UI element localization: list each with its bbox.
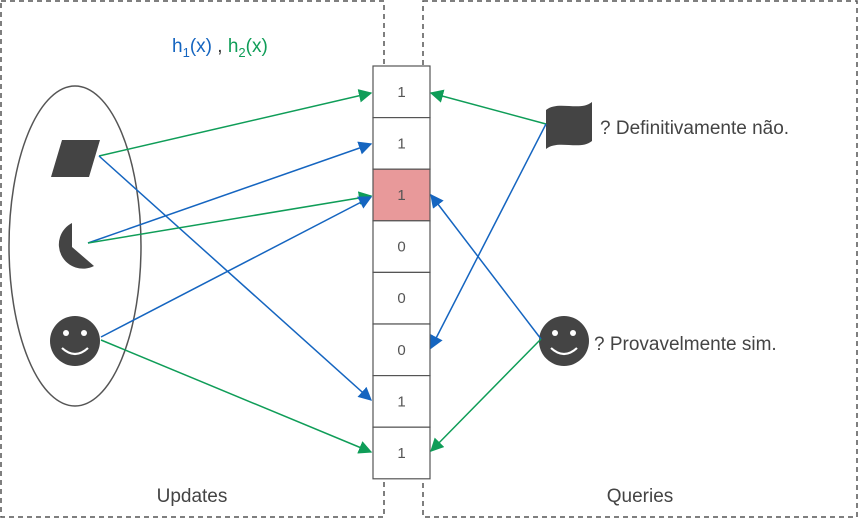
arrow-flag-h1 [430, 123, 547, 350]
arrow-half-h2 [87, 191, 373, 244]
update-set-ellipse [8, 85, 142, 407]
arrow-smiley-h1 [100, 196, 373, 338]
bit-cell-5 [372, 323, 431, 377]
bit-value-7: 1 [397, 445, 405, 462]
bit-cell-6 [372, 375, 431, 428]
bit-value-4: 0 [397, 290, 405, 307]
queries-label: Queries [607, 486, 674, 507]
flag-icon [546, 102, 592, 149]
arrow-flag-h2 [429, 89, 547, 125]
arrow-query-smiley-h2 [430, 338, 542, 452]
h2-label: h2(x) [228, 36, 268, 60]
bit-array: 1 1 1 0 0 0 1 1 [372, 65, 431, 480]
bit-value-1: 1 [397, 135, 405, 152]
bit-value-5: 0 [397, 342, 405, 359]
bit-cell-1 [372, 116, 431, 170]
arrow-half-h1 [87, 141, 373, 244]
bit-value-3: 0 [397, 239, 405, 256]
h1-label: h1(x) [172, 36, 217, 60]
queries-panel [422, 0, 858, 518]
bit-value-0: 1 [397, 84, 405, 101]
hash-separator: , [217, 36, 228, 57]
bit-cell-3 [372, 220, 431, 274]
bit-value-2: 1 [397, 187, 405, 204]
query-text-2: ? Provavelmente sim. [594, 334, 777, 355]
parallelogram-icon [51, 140, 100, 177]
hash-functions-title: h1(x) , h2(x) [172, 36, 268, 60]
bit-cell-7 [372, 426, 431, 480]
updates-label: Updates [157, 486, 228, 507]
arrow-smiley-h2 [100, 339, 373, 454]
bit-cell-2 [372, 168, 431, 222]
arrow-para-h2 [98, 89, 373, 157]
half-circle-icon [58, 223, 94, 269]
updates-panel [0, 0, 385, 518]
bit-value-6: 1 [397, 393, 405, 410]
arrow-para-h1 [98, 155, 373, 401]
query-smiley-icon [539, 316, 589, 366]
query-text-1: ? Definitivamente não. [600, 118, 789, 139]
smiley-icon [50, 316, 100, 366]
arrow-query-smiley-h1 [430, 193, 542, 340]
arrows [87, 89, 547, 454]
